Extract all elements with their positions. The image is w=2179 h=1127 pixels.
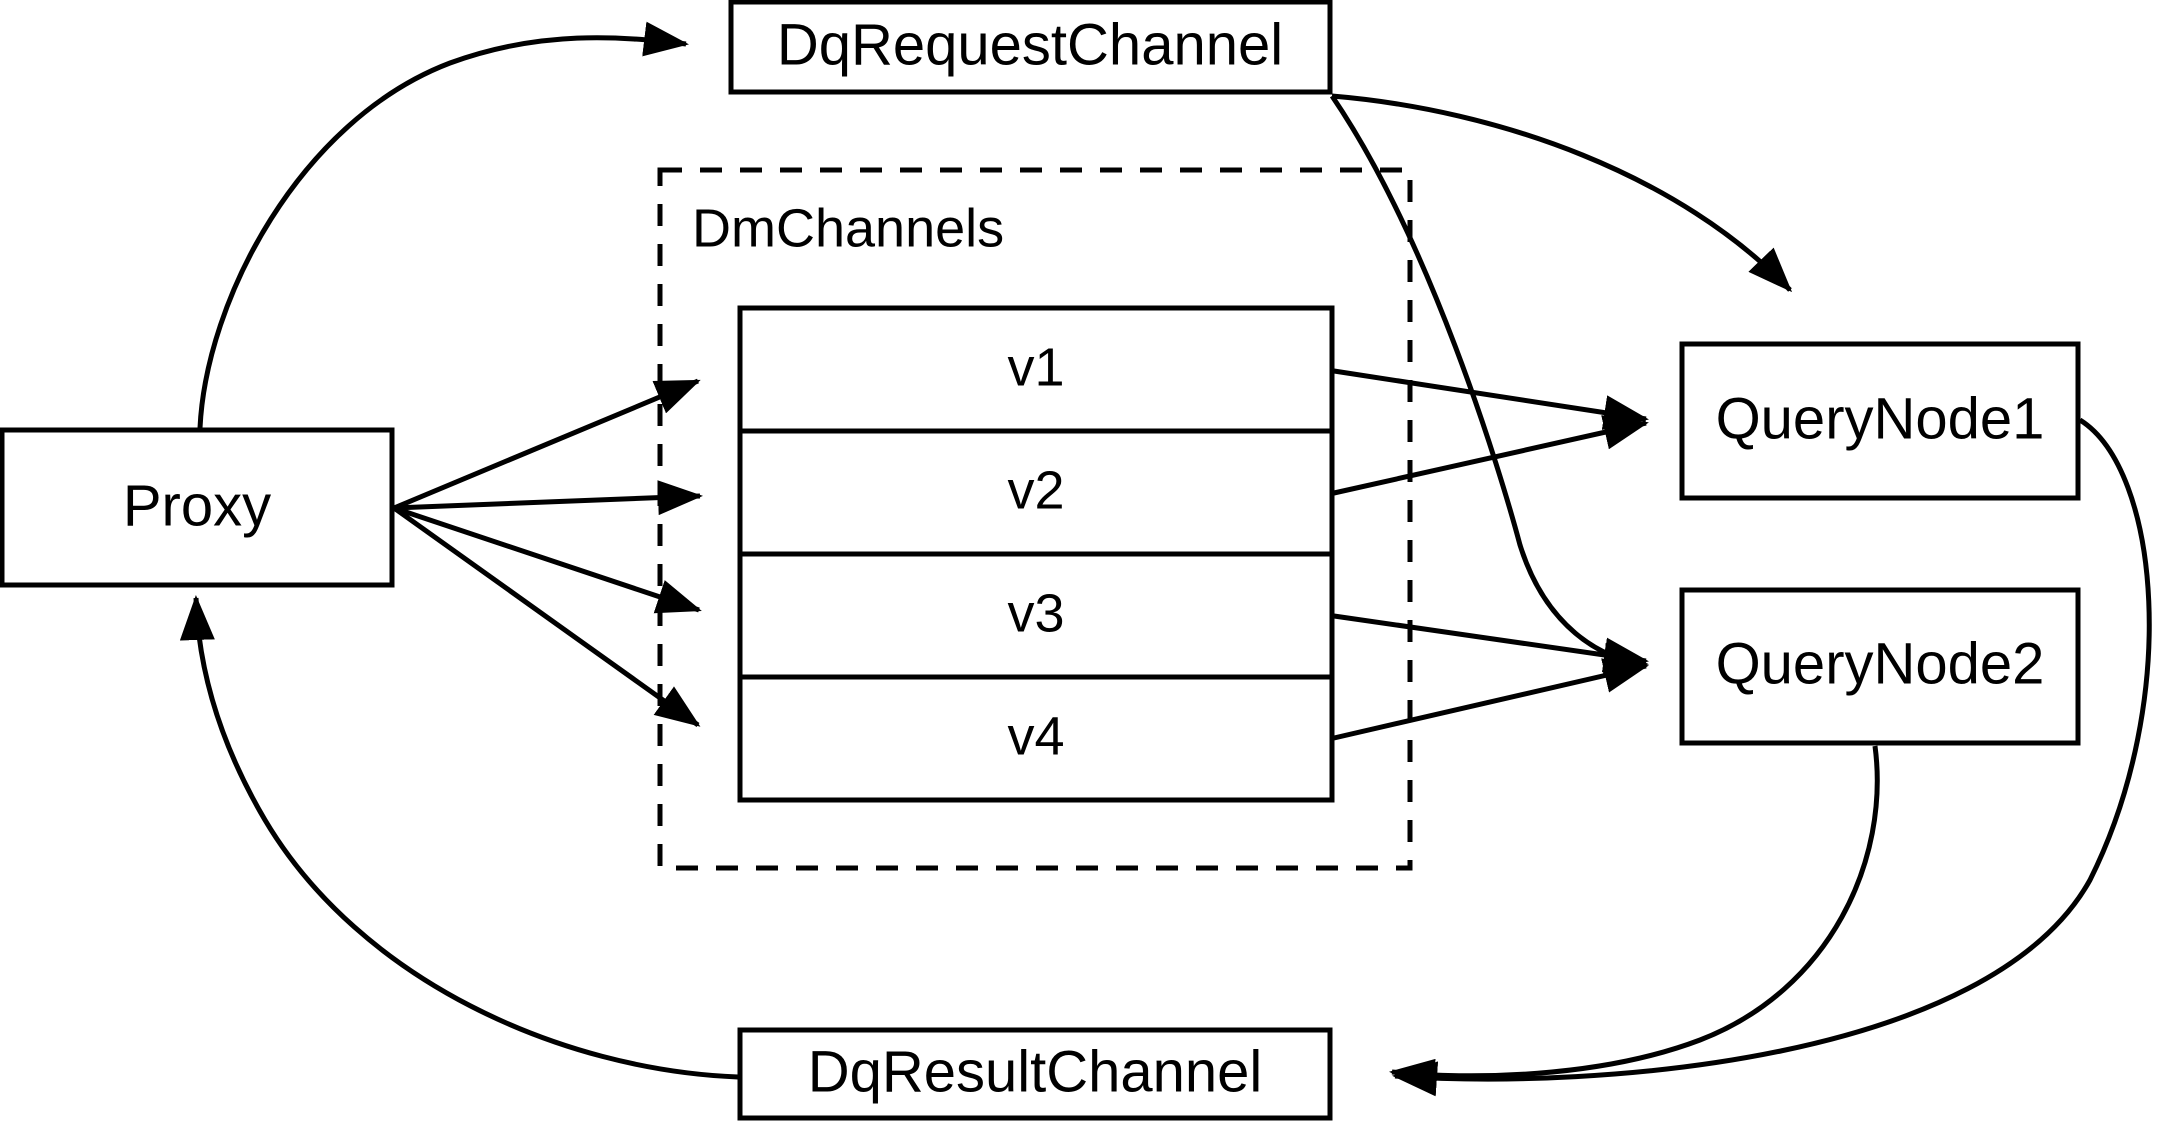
channel-row-v4[interactable]: v4 — [1007, 706, 1064, 766]
edge-v1-to-query-node-1 — [1333, 368, 1649, 430]
node-dq-request-channel-label: DqRequestChannel — [777, 12, 1283, 77]
edge-proxy-to-dq-request-channel — [197, 21, 689, 429]
node-proxy-label: Proxy — [123, 473, 271, 538]
node-query-node-2-rect[interactable] — [1679, 587, 2081, 746]
node-query-node-2-label: QueryNode2 — [1716, 631, 2045, 696]
edge-v2-to-query-node-1 — [1333, 415, 1649, 496]
edge-dq-request-channel-to-query-node-1 — [1331, 93, 1793, 293]
node-dq-result-channel-label: DqResultChannel — [808, 1039, 1263, 1104]
edge-dq-request-channel-to-query-node-2 — [1329, 94, 1649, 678]
edge-v4-to-query-node-2 — [1333, 658, 1649, 741]
edge-proxy-to-v4 — [392, 505, 701, 728]
node-dq-result-channel-rect[interactable] — [737, 1027, 1333, 1121]
node-proxy[interactable]: Proxy — [0, 427, 395, 588]
edge-dq-result-channel-to-proxy — [179, 595, 739, 1080]
edge-proxy-to-v1 — [393, 378, 701, 511]
edge-v3-to-query-node-2 — [1333, 613, 1649, 673]
dm-channels-group-border — [657, 167, 1413, 871]
node-query-node-1[interactable]: QueryNode1 — [1679, 341, 2081, 501]
channel-row-v1[interactable]: v1 — [1007, 337, 1064, 397]
node-dq-request-channel[interactable]: DqRequestChannel — [728, 0, 1333, 95]
node-dq-request-channel-rect[interactable] — [728, 0, 1333, 95]
edge-query-node-2-to-dq-result-channel — [1389, 745, 1880, 1094]
node-query-node-1-rect[interactable] — [1679, 341, 2081, 501]
node-query-node-2[interactable]: QueryNode2 — [1679, 587, 2081, 746]
edge-proxy-to-v2 — [393, 480, 703, 516]
node-dq-result-channel[interactable]: DqResultChannel — [737, 1027, 1333, 1121]
edge-layer — [179, 21, 2152, 1097]
channel-table: v1 v2 v3 v4 — [737, 305, 1335, 803]
dm-channels-group: DmChannels — [657, 167, 1413, 871]
edge-query-node-1-to-dq-result-channel — [1392, 417, 2152, 1097]
channel-row-v3[interactable]: v3 — [1007, 583, 1064, 643]
node-proxy-rect[interactable] — [0, 427, 395, 588]
edge-proxy-to-v3 — [393, 505, 702, 614]
channel-row-v2[interactable]: v2 — [1007, 460, 1064, 520]
node-query-node-1-label: QueryNode1 — [1716, 386, 2045, 451]
dm-channels-group-label: DmChannels — [692, 198, 1004, 258]
